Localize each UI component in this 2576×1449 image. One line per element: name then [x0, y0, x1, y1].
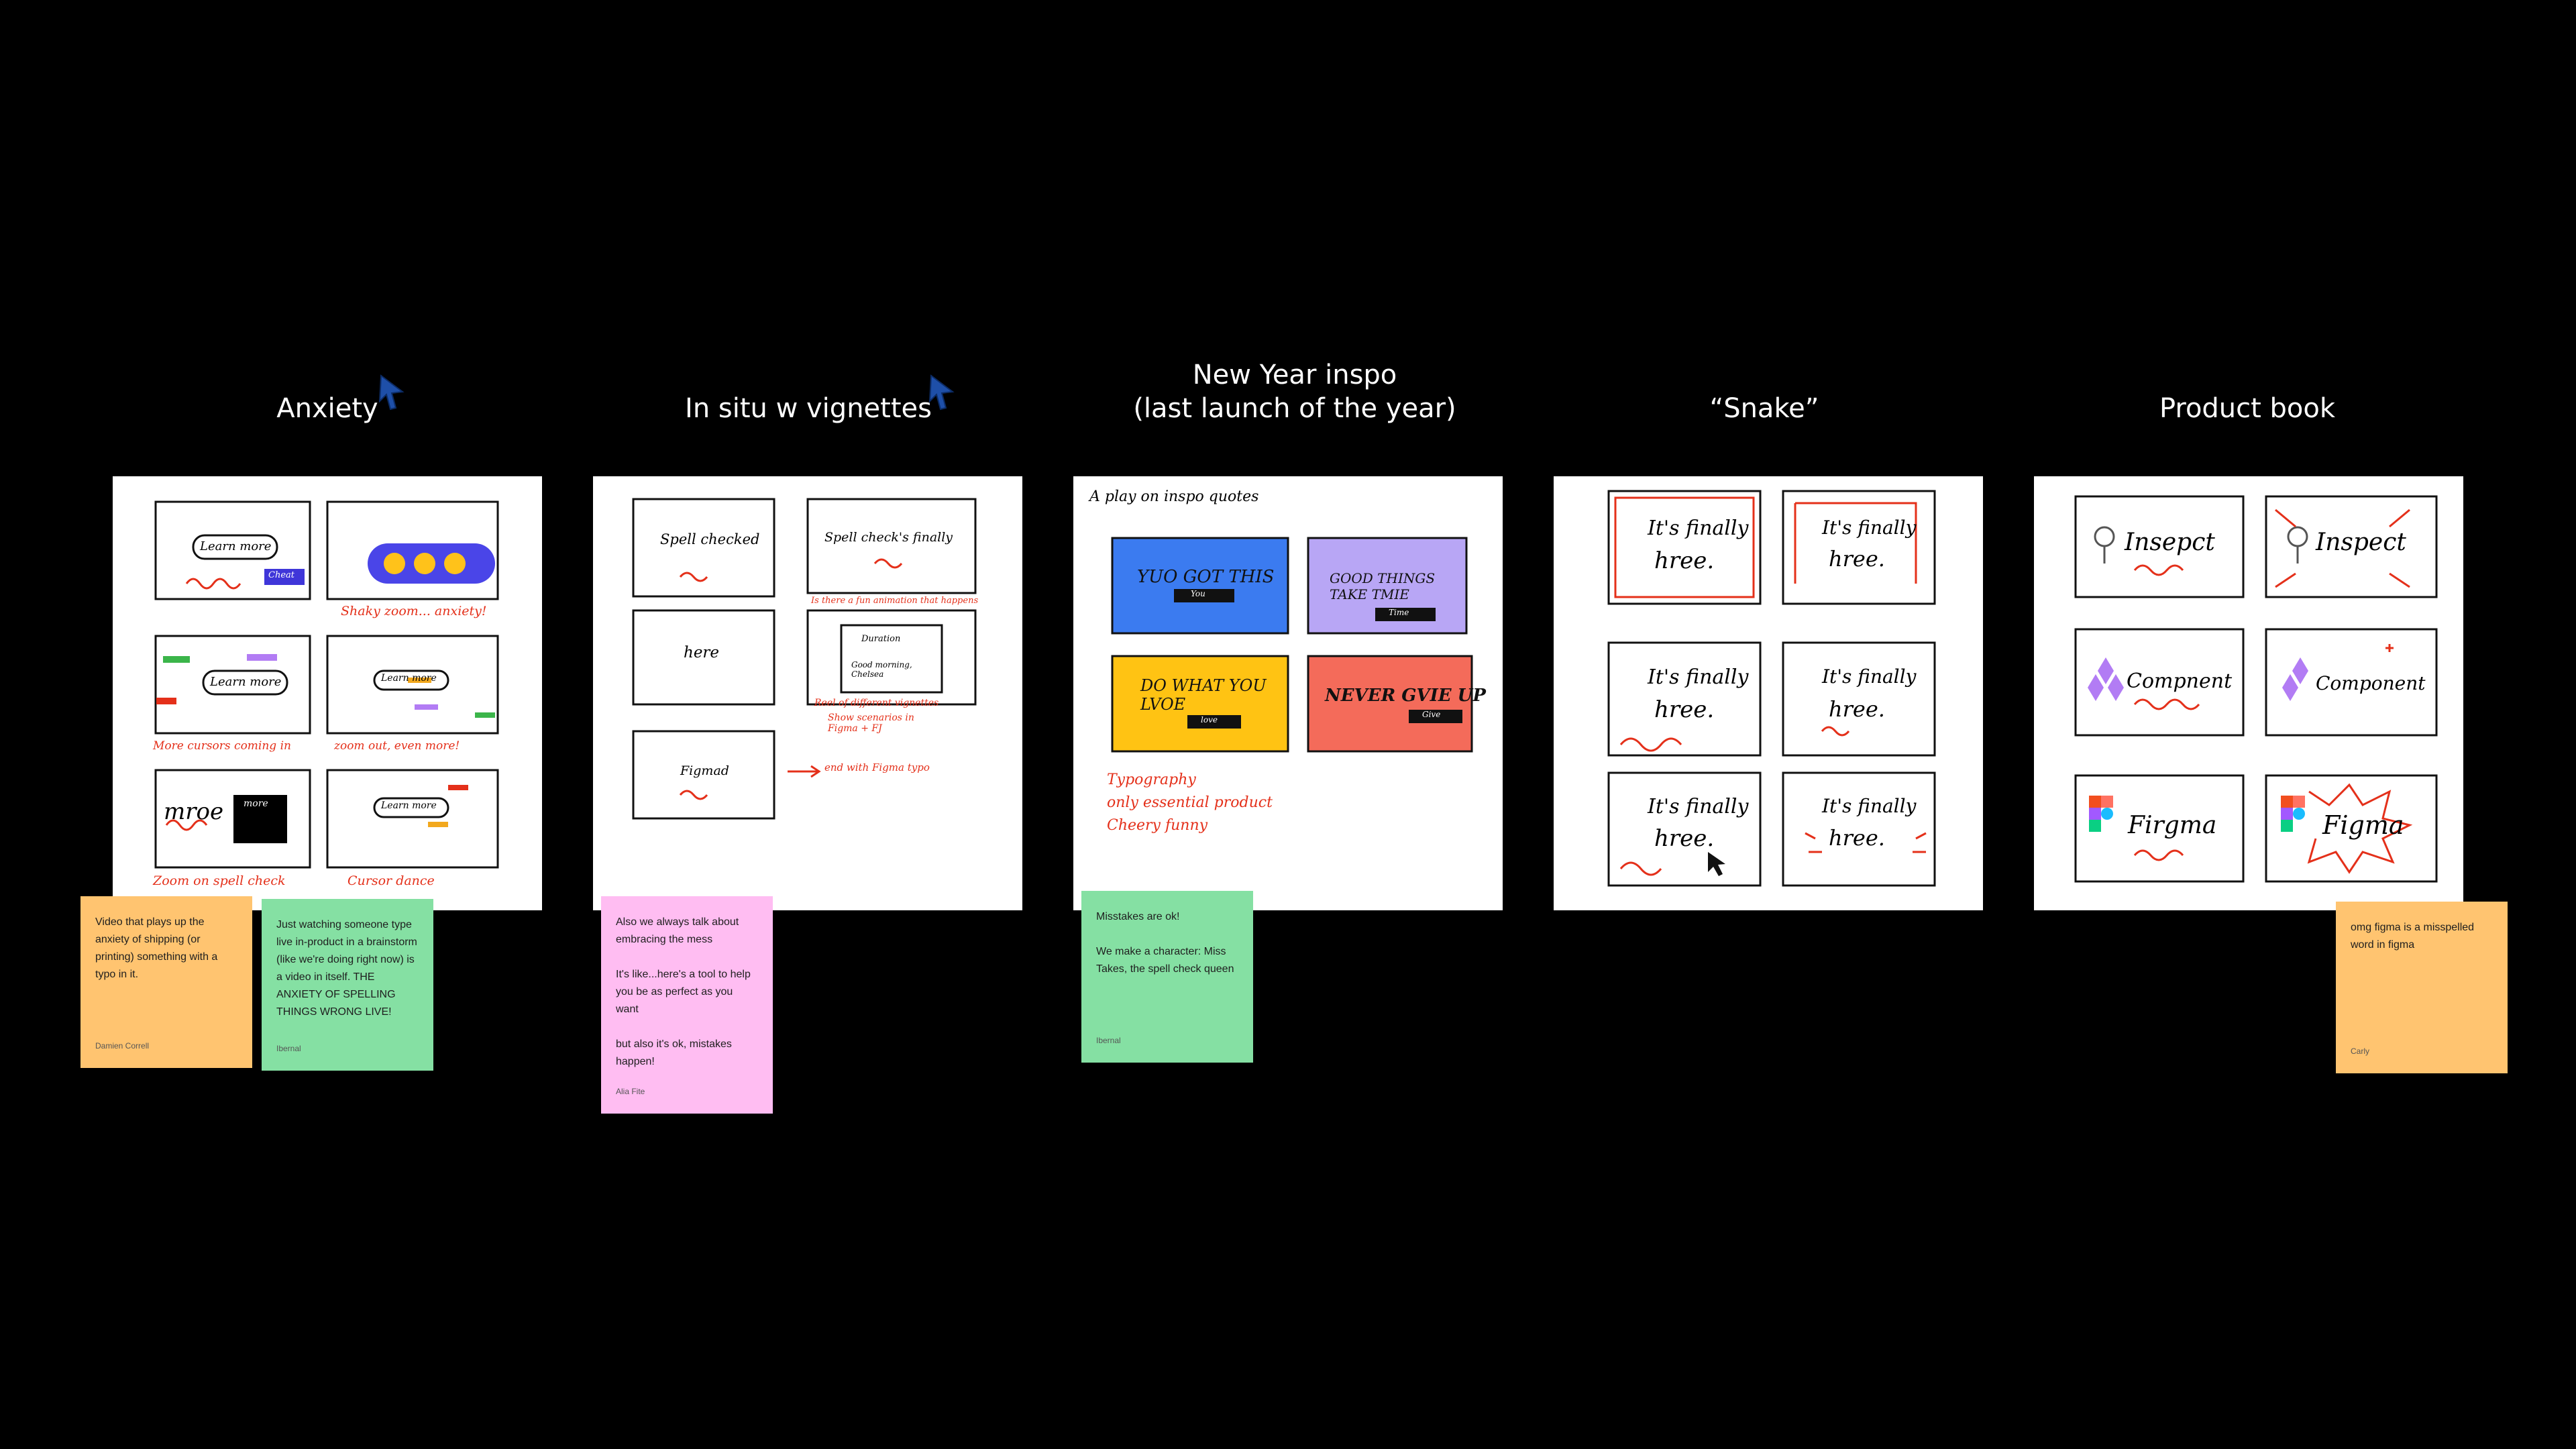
bullet: Typography — [1107, 771, 1196, 788]
bullet: Cheery funny — [1107, 817, 1208, 834]
sketch-label: mroe — [164, 798, 224, 825]
board-snake[interactable]: It's finally hree. It's finally hree. It… — [1554, 476, 1983, 910]
snake-text: It's finally — [1822, 665, 1917, 688]
card-tag: Time — [1389, 608, 1409, 617]
snake-text: It's finally — [1822, 795, 1917, 817]
snake-text: hree. — [1829, 696, 1885, 722]
sketch-label: Learn more — [200, 539, 272, 553]
sticky-note[interactable]: Video that plays up the anxiety of shipp… — [80, 896, 252, 1068]
column-title-in-situ: In situ w vignettes — [685, 393, 932, 424]
snake-text: hree. — [1829, 825, 1885, 851]
card-tag: You — [1191, 589, 1205, 598]
sketch-label: Spell check's finally — [824, 530, 953, 545]
sketch-note: Zoom on spell check — [153, 873, 286, 888]
sketch-note: Show scenarios in Figma + FJ — [828, 712, 914, 734]
card-text: GOOD THINGS TAKE TMIE — [1330, 570, 1436, 602]
sticky-text: Video that plays up the anxiety of shipp… — [95, 916, 218, 980]
product-text: Figma — [2322, 810, 2404, 840]
card-tag: Give — [1422, 710, 1441, 719]
sketch-note: zoom out, even more! — [334, 739, 460, 753]
snake-text: It's finally — [1648, 517, 1749, 540]
sticky-author: Ibernal — [1096, 1036, 1121, 1045]
sketch-label: Learn more — [381, 800, 437, 811]
product-text: Insepct — [2125, 529, 2215, 556]
sketch-note: Shaky zoom... anxiety! — [341, 604, 487, 619]
product-text: Component — [2316, 672, 2426, 694]
snake-text: It's finally — [1648, 665, 1749, 689]
sketch-note: Cursor dance — [347, 873, 435, 888]
sketch-label: Good morning, Chelsea — [851, 660, 912, 679]
sticky-author: Carly — [2351, 1046, 2370, 1056]
snake-text: hree. — [1829, 546, 1885, 572]
sketch-label: Spell checked — [660, 531, 760, 547]
card-text: NEVER GVIE UP — [1325, 686, 1486, 706]
product-text: Inspect — [2316, 529, 2406, 556]
sketch-note: Is there a fun animation that happens — [811, 596, 979, 606]
column-title-product-book: Product book — [2159, 393, 2336, 424]
sticky-text: Also we always talk about embracing the … — [616, 916, 751, 1067]
sticky-author: Alia Fite — [616, 1087, 645, 1096]
snake-text: It's finally — [1822, 517, 1917, 539]
board-anxiety[interactable]: Learn more Cheat Learn more Learn more m… — [113, 476, 542, 910]
sketch-label: Duration — [861, 634, 901, 644]
card-text: YUO GOT THIS — [1137, 567, 1275, 587]
sticky-text: Misstakes are ok! We make a character: M… — [1096, 911, 1234, 975]
sticky-author: Ibernal — [276, 1044, 301, 1053]
sketch-note: end with Figma typo — [824, 761, 930, 773]
board-in-situ[interactable]: Spell checked Spell check's finally here… — [593, 476, 1022, 910]
board-product-book[interactable]: Insepct Inspect Compnent Component Firgm… — [2034, 476, 2463, 910]
sketch-label: Learn more — [210, 675, 282, 689]
snake-text: It's finally — [1648, 795, 1749, 818]
product-text: Compnent — [2127, 669, 2233, 693]
sketch-label: here — [684, 644, 720, 661]
column-title-anxiety: Anxiety — [276, 393, 378, 424]
sticky-note[interactable]: omg figma is a misspelled word in figma … — [2336, 902, 2508, 1073]
sticky-text: omg figma is a misspelled word in figma — [2351, 922, 2475, 951]
sketch-label: Learn more — [381, 673, 437, 684]
cursor-icon — [376, 373, 408, 413]
sketch-note: Reel of different vignettes — [814, 698, 939, 708]
sticky-note[interactable]: Misstakes are ok! We make a character: M… — [1081, 891, 1253, 1063]
snake-text: hree. — [1654, 825, 1715, 852]
sticky-note[interactable]: Just watching someone type live in-produ… — [262, 899, 433, 1071]
sketch-note: More cursors coming in — [153, 739, 291, 753]
sketch-label: Cheat — [268, 570, 294, 580]
snake-text: hree. — [1654, 696, 1715, 723]
card-text: DO WHAT YOU LVOE — [1140, 676, 1267, 714]
column-title-snake: “Snake” — [1709, 393, 1819, 424]
board-new-year[interactable]: A play on inspo quotes YUO GOT THIS You … — [1073, 476, 1503, 910]
bullet: only essential product — [1107, 794, 1273, 811]
sticky-text: Just watching someone type live in-produ… — [276, 919, 417, 1018]
product-text: Firgma — [2128, 812, 2217, 839]
sticky-note[interactable]: Also we always talk about embracing the … — [601, 896, 773, 1114]
sketch-heading: A play on inspo quotes — [1089, 488, 1259, 505]
snake-text: hree. — [1654, 547, 1715, 574]
sketch-label: more — [244, 798, 268, 809]
column-title-new-year: New Year inspo (last launch of the year) — [1133, 360, 1456, 424]
sticky-author: Damien Correll — [95, 1041, 150, 1051]
cursor-icon — [926, 373, 958, 413]
sketch-label: Figmad — [680, 763, 729, 778]
card-tag: love — [1201, 715, 1218, 724]
